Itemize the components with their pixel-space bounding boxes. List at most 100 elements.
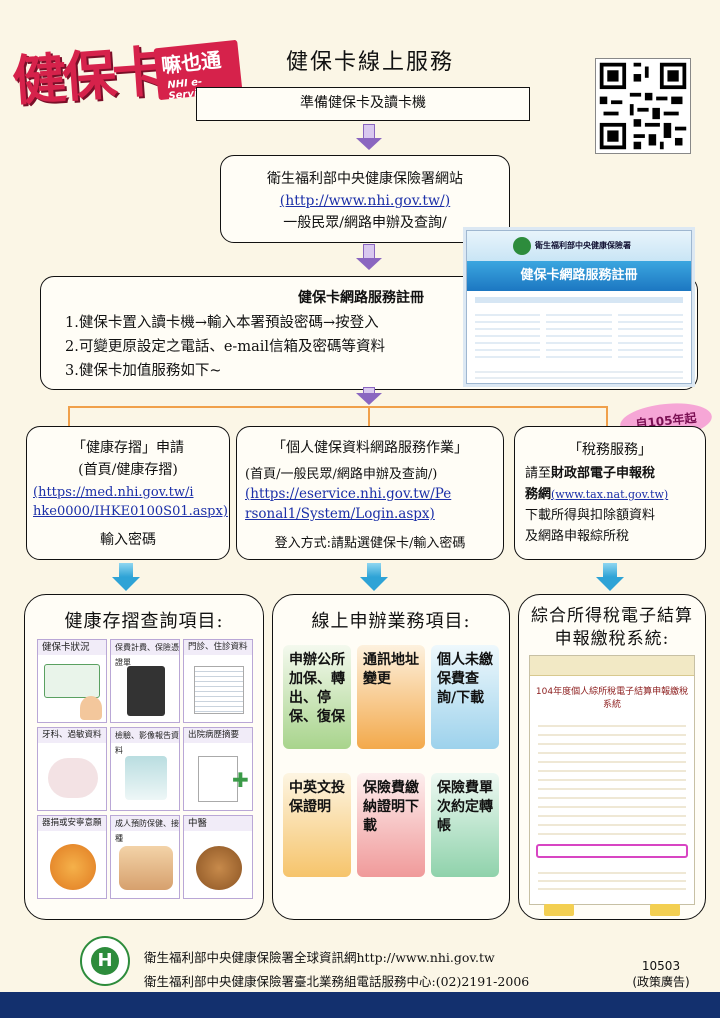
step-nhi-website: 衛生福利部中央健康保險署網站 (http://www.nhi.gov.tw/) … xyxy=(220,155,510,243)
tax-service-box: 「稅務服務」 請至財政部電子申報稅 務網(www.tax.nat.gov.tw)… xyxy=(514,426,706,560)
blue-arrow-2 xyxy=(360,563,388,591)
step-prepare-card-text: 準備健保卡及讀卡機 xyxy=(300,95,426,111)
next-step-button[interactable] xyxy=(650,904,680,916)
nhi-website-path: 一般民眾/網路申辦及查詢/ xyxy=(283,215,447,231)
service-payment-proof[interactable]: 保險費繳納證明下載 xyxy=(357,773,425,877)
footer-code-number: 10503 xyxy=(641,959,681,973)
blue-arrow-1 xyxy=(112,563,140,591)
arrow-down-1 xyxy=(356,124,382,150)
personal-data-link-a[interactable]: (https://eservice.nhi.gov.tw/Pe xyxy=(245,486,452,502)
connector-left xyxy=(68,406,70,426)
qr-code xyxy=(595,58,691,154)
page-title: 健保卡線上服務 xyxy=(285,50,454,75)
service-auto-debit[interactable]: 保險費單次約定轉帳 xyxy=(431,773,499,877)
registration-step-1: 1.健保卡置入讀卡機→輸入本署預設密碼→按登入 xyxy=(65,315,379,331)
step-prepare-card: 準備健保卡及讀卡機 xyxy=(196,87,530,121)
tile-discharge: 出院病歷摘要 ✚ xyxy=(183,727,253,811)
herb-icon xyxy=(196,846,242,890)
screenshot-body xyxy=(475,297,683,381)
lab-icon xyxy=(125,756,167,800)
personal-data-link-b[interactable]: rsonal1/System/Login.aspx) xyxy=(245,506,435,522)
nhi-website-name: 衛生福利部中央健康保險署網站 xyxy=(267,171,463,187)
registration-title: 健保卡網路服務註冊 xyxy=(298,290,424,306)
registration-step-3: 3.健保卡加值服務如下~ xyxy=(65,363,222,379)
panel3-title: 綜合所得稅電子結算申報繳稅系統: xyxy=(531,606,693,649)
connector-line xyxy=(68,406,608,408)
tax-text-2: 務網 xyxy=(525,487,552,502)
footer-phone: 衛生福利部中央健康保險署臺北業務組電話服務中心:(02)2191-2006 xyxy=(144,974,530,989)
documents-icon xyxy=(194,666,244,714)
cross-icon: ✚ xyxy=(232,768,249,792)
medical-record-icon xyxy=(198,756,238,802)
tile-label: 保費計費、保險憑證單 xyxy=(111,640,179,667)
prev-step-button[interactable] xyxy=(544,904,574,916)
calculator-icon xyxy=(127,666,165,716)
arrow-down-2 xyxy=(356,244,382,270)
arrow-down-3 xyxy=(356,387,382,405)
tile-chinese-medicine: 中醫 xyxy=(183,815,253,899)
registration-steps: 1.健保卡置入讀卡機→輸入本署預設密碼→按登入 2.可變更原設定之電話、e-ma… xyxy=(65,311,385,383)
personal-data-action: 登入方式:請點選健保卡/輸入密碼 xyxy=(274,536,466,551)
panel2-title: 線上申辦業務項目: xyxy=(311,611,471,632)
tax-filing-panel: 綜合所得稅電子結算申報繳稅系統: 104年度個人綜所稅電子結算申報繳稅系統 xyxy=(518,594,706,920)
health-passbook-action: 輸入密碼 xyxy=(100,532,156,548)
health-passbook-path: (首頁/健康存摺) xyxy=(78,462,178,478)
card-icon xyxy=(44,664,100,698)
personal-data-title: 「個人健保資料網路服務作業」 xyxy=(272,440,468,456)
service-insurance-certificate[interactable]: 中英文投保證明 xyxy=(283,773,351,877)
footer-website: 衛生福利部中央健康保險署全球資訊網http://www.nhi.gov.tw xyxy=(144,950,495,965)
qr-code-graphic xyxy=(596,59,690,153)
tax-system-screenshot: 104年度個人綜所稅電子結算申報繳稅系統 xyxy=(529,655,695,916)
footer-text: 衛生福利部中央健康保險署全球資訊網http://www.nhi.gov.tw 衛… xyxy=(144,946,529,994)
registration-step-2: 2.可變更原設定之電話、e-mail信箱及密碼等資料 xyxy=(65,339,385,355)
nhi-emblem-icon: H xyxy=(91,947,119,975)
tile-label: 成人預防保健、接種 xyxy=(111,816,179,843)
highlight-option[interactable] xyxy=(536,844,688,858)
online-services-panel: 線上申辦業務項目: 申辦公所加保、轉出、停保、復保 通訊地址變更 個人未繳保費查… xyxy=(272,594,510,920)
tile-label: 檢驗、影像報告資料 xyxy=(111,728,179,755)
tax-site-link[interactable]: (www.tax.nat.gov.tw) xyxy=(551,488,669,501)
blue-arrow-3 xyxy=(596,563,624,591)
service-label: 保險費繳納證明下載 xyxy=(363,780,419,834)
tile-clinic: 門診、住診資料 xyxy=(183,639,253,723)
nhi-emblem: H xyxy=(80,936,130,986)
tile-card-status: 健保卡狀況 xyxy=(37,639,107,723)
teeth-icon xyxy=(48,758,98,798)
tax-screen-title: 104年度個人綜所稅電子結算申報繳稅系統 xyxy=(535,687,689,710)
tile-label: 中醫 xyxy=(184,816,252,831)
tile-label: 器捐或安寧意願 xyxy=(38,816,106,831)
panel1-title: 健康存摺查詢項目: xyxy=(64,611,224,632)
heart-hands-icon xyxy=(50,844,96,890)
connector-mid xyxy=(368,406,370,426)
nhi-website-link[interactable]: (http://www.nhi.gov.tw/) xyxy=(279,193,451,209)
service-address-change[interactable]: 通訊地址變更 xyxy=(357,645,425,749)
tile-lab: 檢驗、影像報告資料 xyxy=(110,727,180,811)
tile-label: 牙科、過敏資料 xyxy=(38,728,106,743)
avatar xyxy=(80,696,102,720)
health-passbook-link-b[interactable]: hke0000/IHKE0100S01.aspx) xyxy=(33,504,228,519)
tile-dental: 牙科、過敏資料 xyxy=(37,727,107,811)
service-label: 中英文投保證明 xyxy=(289,780,345,815)
footer-code: 10503 (政策廣告) xyxy=(626,958,696,990)
health-passbook-box: 「健康存摺」申請 (首頁/健康存摺) (https://med.nhi.gov.… xyxy=(26,426,230,560)
service-label: 申辦公所加保、轉出、停保、復保 xyxy=(289,652,345,725)
screenshot-org: 衛生福利部中央健康保險署 xyxy=(535,241,631,250)
tax-text-4: 及網路申報綜所稅 xyxy=(525,529,630,544)
screenshot-header: 衛生福利部中央健康保險署 xyxy=(467,231,691,261)
tax-text-1b: 財政部電子申報稅 xyxy=(551,466,656,481)
health-passbook-link-a[interactable]: (https://med.nhi.gov.tw/i xyxy=(33,485,194,500)
personal-data-path: (首頁/一般民眾/網路申辦及查詢/) xyxy=(245,467,438,482)
website-screenshot: 衛生福利部中央健康保險署 健保卡網路服務註冊 xyxy=(466,230,692,384)
service-label: 保險費單次約定轉帳 xyxy=(437,780,493,834)
tile-premium: 保費計費、保險憑證單 xyxy=(110,639,180,723)
service-label: 個人未繳保費查詢/下載 xyxy=(437,652,493,706)
tax-text-1: 請至 xyxy=(525,466,552,481)
health-passbook-panel: 健康存摺查詢項目: 健保卡狀況 保費計費、保險憑證單 門診、住診資料 牙科、過敏… xyxy=(24,594,264,920)
service-enrollment[interactable]: 申辦公所加保、轉出、停保、復保 xyxy=(283,645,351,749)
tile-prevention: 成人預防保健、接種 xyxy=(110,815,180,899)
personal-data-box: 「個人健保資料網路服務作業」 (首頁/一般民眾/網路申辦及查詢/) (https… xyxy=(236,426,504,560)
service-label: 通訊地址變更 xyxy=(363,652,419,687)
service-unpaid-premium[interactable]: 個人未繳保費查詢/下載 xyxy=(431,645,499,749)
tile-donation: 器捐或安寧意願 xyxy=(37,815,107,899)
family-icon xyxy=(119,846,173,890)
